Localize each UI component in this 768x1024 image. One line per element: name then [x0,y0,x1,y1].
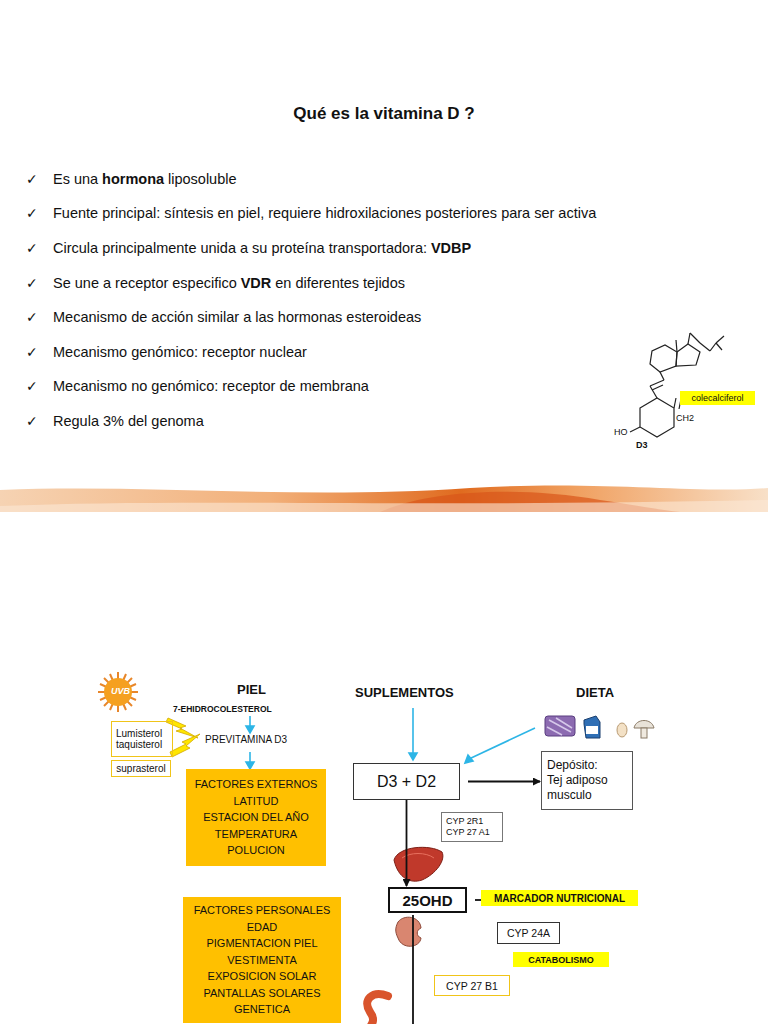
bullet-text: Mecanismo genómico: receptor nuclear [53,344,307,360]
slide-title: Qué es la vitamina D ? [0,104,768,124]
bullet-text: Mecanismo de acción similar a las hormon… [53,309,421,325]
check-mark: ✓ [26,204,38,222]
highlight-label: colecalciferol [680,391,755,405]
orange-band [0,485,768,512]
bold-term: hormona [102,171,164,187]
node-text: MARCADOR NUTRICIONAL [494,893,625,904]
bold-term: VDR [241,275,272,291]
check-mark: ✓ [26,308,38,326]
node-text: GENETICA [234,1001,290,1018]
node-text: D3 + D2 [377,773,436,791]
node-text: TEMPERATURA [215,826,297,843]
check-mark: ✓ [26,170,38,188]
factor-box: FACTORES PERSONALESEDADPIGMENTACION PIEL… [183,897,341,1023]
bullet-text: Circula principalmente unida a su proteí… [53,240,427,256]
bold-term: VDBP [431,240,471,256]
input-arrow [246,708,535,769]
node-text: FACTORES PERSONALES [194,902,331,919]
bullet-line: Fuente principal: síntesis en piel, requ… [53,204,596,222]
bullet-line: Es unahormonaliposoluble [53,170,237,188]
node-text: CYP 2R1 [446,816,483,827]
diagram-label: CH2 [676,413,694,423]
node-text: Tej adiposo [547,773,608,788]
node-text: CYP 27 B1 [446,980,498,992]
node-text: POLUCION [227,842,284,859]
check-mark: ✓ [26,343,38,361]
kidney-icon [396,917,421,946]
node-text: ESTACION DEL AÑO [203,809,309,826]
node-text: PIGMENTACION PIEL [206,935,317,952]
product-box: suprasterol [111,760,171,777]
bullet-text: Es una [53,171,98,187]
bullet-line: Mecanismo de acción similar a las hormon… [53,308,421,326]
bullet-text: liposoluble [168,171,237,187]
pathway-arrow [406,800,408,886]
node-text: colecalciferol [691,393,743,403]
diagram-label: PREVITAMINA D3 [205,734,287,745]
node-text: EXPOSICION SOLAR [208,968,317,985]
highlight-label: MARCADOR NUTRICIONAL [481,890,638,906]
metabolite-box: 25OHD [388,887,467,913]
node-text: 25OHD [402,892,452,909]
diagram-label: UVB [111,686,130,696]
pathway-arrow [468,781,540,783]
lightning-bolt [166,718,200,757]
enzyme-box: CYP 2R1CYP 27 A1 [441,812,503,842]
node-text: PANTALLAS SOLARES [204,985,321,1002]
sun-icon [98,672,138,712]
bullet-text: Regula 3% del genoma [53,413,204,429]
enzyme-box: CYP 27 B1 [434,975,510,996]
node-text: FACTORES EXTERNOS [195,776,318,793]
node-text: musculo [547,788,592,803]
enzyme-box: CYP 24A [497,922,560,944]
diagram-label: 7-EHIDROCOLESTEROL [173,704,272,714]
food-icons [545,716,654,738]
node-text: EDAD [247,919,278,936]
node-text: LATITUD [233,793,278,810]
check-mark: ✓ [26,412,38,430]
product-box: Lumisterol taquisterol [111,721,173,757]
bullet-line: Mecanismo no genómico: receptor de membr… [53,377,369,395]
node-text: VESTIMENTA [227,952,296,969]
diagram-label: PIEL [237,682,266,697]
bullet-line: Circula principalmente unida a su proteí… [53,239,471,257]
check-mark: ✓ [26,274,38,292]
organ-icon [367,994,388,1024]
node-text: suprasterol [116,763,165,774]
bullet-text: Se une a receptor especifico [53,275,237,291]
node-text: CYP 27 A1 [446,827,490,838]
storage-box: Depósito:Tej adiposomusculo [541,751,633,810]
check-mark: ✓ [26,377,38,395]
node-text: Lumisterol taquisterol [116,728,168,750]
bullet-line: Mecanismo genómico: receptor nuclear [53,343,307,361]
node-text: CATABOLISMO [528,955,594,965]
bullet-line: Se une a receptor especificoVDRen difere… [53,274,405,292]
chemical-structure [630,333,724,437]
factor-box: FACTORES EXTERNOSLATITUDESTACION DEL AÑO… [186,769,326,866]
pathway-line [412,915,414,1024]
node-text: CYP 24A [507,927,550,939]
liver-icon [394,847,443,881]
diagram-label: D3 [636,440,648,450]
check-mark: ✓ [26,239,38,257]
highlight-label: CATABOLISMO [513,952,609,967]
bullet-text: en diferentes tejidos [275,275,405,291]
diagram-label: DIETA [576,685,614,700]
bullet-text: Fuente principal: síntesis en piel, requ… [53,205,596,221]
bullet-line: Regula 3% del genoma [53,412,204,430]
diagram-label: SUPLEMENTOS [355,685,454,700]
diagram-label: HO [614,427,628,437]
node-text: Depósito: [547,758,598,773]
bullet-text: Mecanismo no genómico: receptor de membr… [53,378,369,394]
process-box: D3 + D2 [353,763,460,800]
